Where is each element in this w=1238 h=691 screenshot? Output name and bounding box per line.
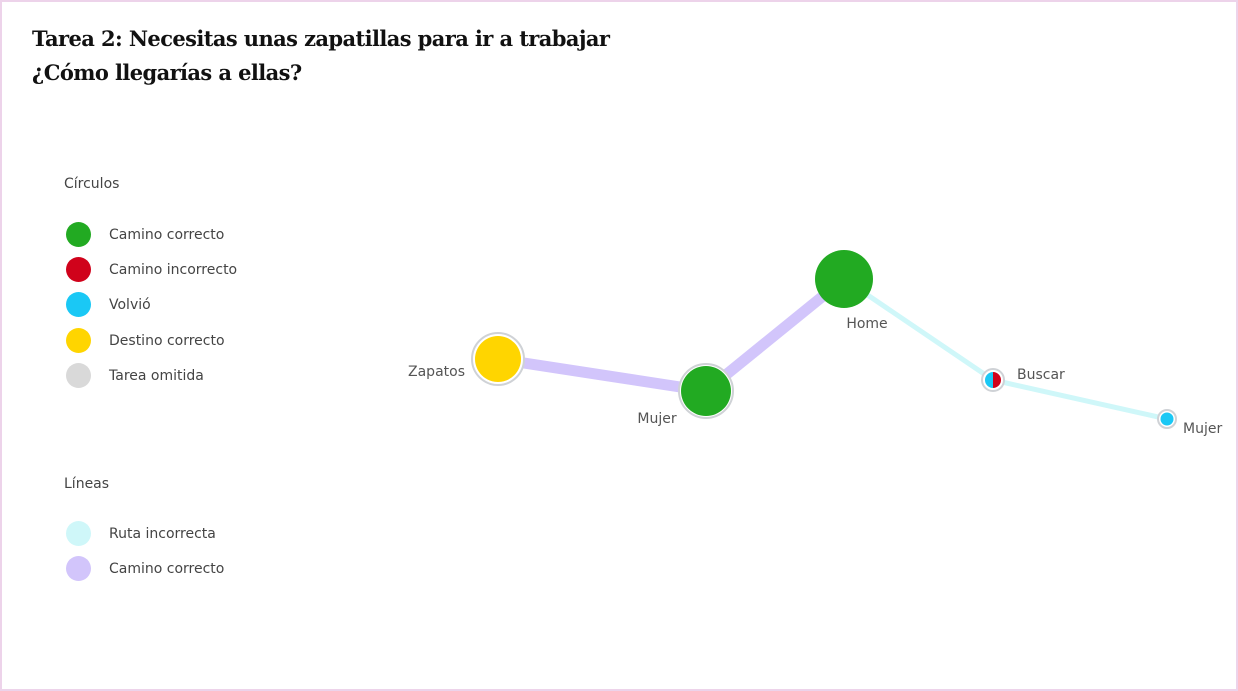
node-mujer: Mujer (637, 363, 734, 427)
gray-dot-icon (66, 363, 91, 388)
title-line-2: ¿Cómo llegarías a ellas? (32, 60, 302, 85)
legend-item: Ruta incorrecta (66, 521, 216, 546)
legend-item: Destino correcto (66, 328, 225, 353)
cyan-line-dot-icon (66, 521, 91, 546)
legend-label: Camino correcto (109, 560, 225, 577)
node-zapatos: Zapatos (408, 332, 525, 386)
node-mujer-2: Mujer (1157, 409, 1222, 437)
red-dot-icon (66, 257, 91, 282)
node-label: Mujer (1183, 421, 1222, 437)
purple-line-dot-icon (66, 556, 91, 581)
page-title: Tarea 2: Necesitas unas zapatillas para … (32, 22, 610, 90)
node-home: Home (815, 250, 888, 332)
node-label: Mujer (637, 411, 676, 427)
legend-label: Camino correcto (109, 226, 225, 243)
legend-circles-heading: Círculos (64, 176, 120, 192)
legend-item: Camino correcto (66, 222, 224, 247)
legend-label: Tarea omitida (109, 367, 204, 384)
legend-label: Ruta incorrecta (109, 525, 216, 542)
edge-home-buscar (842, 276, 995, 383)
edge-mujer-home (702, 274, 848, 396)
node-label: Buscar (1017, 367, 1065, 383)
legend-item: Camino incorrecto (66, 257, 237, 282)
node-label: Home (846, 316, 887, 332)
legend-item: Tarea omitida (66, 363, 204, 388)
legend-label: Volvió (109, 296, 151, 313)
node-label: Zapatos (408, 364, 465, 380)
legend-item: Camino correcto (66, 556, 224, 581)
legend-lines-heading: Líneas (64, 476, 110, 492)
edge-zapatos-mujer (497, 353, 707, 397)
edge-buscar-mujer (992, 377, 1168, 422)
legend-label: Destino correcto (109, 332, 225, 349)
legend-label: Camino incorrecto (109, 261, 238, 278)
green-dot-icon (66, 222, 91, 247)
yellow-dot-icon (66, 328, 91, 353)
node-buscar: Buscar (981, 367, 1065, 392)
title-line-1: Tarea 2: Necesitas unas zapatillas para … (32, 26, 610, 51)
legend-item: Volvió (66, 292, 151, 317)
blue-dot-icon (66, 292, 91, 317)
